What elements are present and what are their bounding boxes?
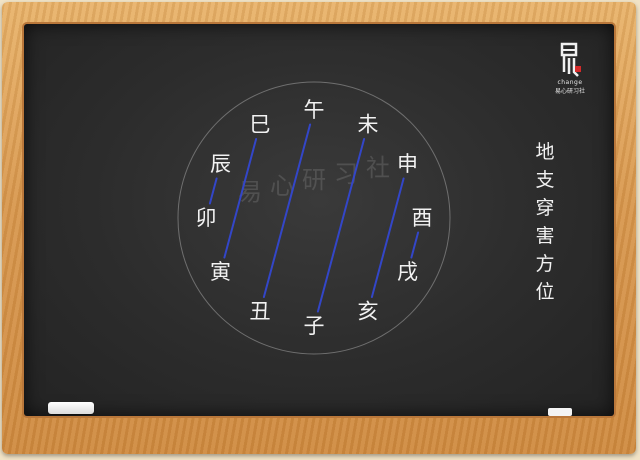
- logo-icon: [560, 42, 581, 77]
- eraser: [548, 408, 572, 416]
- branch-label: 未: [358, 113, 379, 137]
- brand-logo: change 易心研习社: [545, 42, 595, 106]
- branch-label: 巳: [250, 113, 271, 137]
- watermark-char: 心: [270, 172, 294, 200]
- title-char: 地: [535, 141, 555, 163]
- pair-lines: [208, 123, 420, 313]
- logo-english: change: [557, 79, 583, 86]
- logo-chinese: 易心研习社: [554, 88, 585, 95]
- pair-line-卯-辰: [208, 177, 218, 205]
- watermark: 易心研习社: [238, 154, 390, 206]
- branch-label: 申: [397, 152, 418, 176]
- branch-label: 子: [304, 314, 325, 338]
- watermark-char: 社: [366, 154, 390, 182]
- pair-line-申-亥: [370, 177, 405, 298]
- branch-label: 丑: [250, 300, 271, 324]
- branch-label: 酉: [412, 206, 433, 230]
- branch-label: 午: [304, 98, 325, 122]
- pair-line-酉-戌: [410, 231, 420, 259]
- branch-label: 亥: [358, 300, 379, 324]
- title-char: 穿: [535, 197, 555, 219]
- branch-label: 卯: [196, 206, 217, 230]
- title-char: 害: [535, 225, 555, 247]
- chalkboard-surface: [24, 24, 614, 416]
- diagram-title: 地 支 穿 害 方 位: [530, 138, 560, 306]
- watermark-char: 研: [302, 166, 326, 194]
- pair-line-子-未: [316, 138, 366, 313]
- outer-circle: [177, 81, 451, 355]
- branch-label: 寅: [210, 260, 231, 284]
- title-char: 支: [535, 169, 555, 191]
- title-char: 位: [535, 281, 555, 303]
- branch-label: 戌: [397, 260, 418, 284]
- chalk-piece: [48, 402, 94, 414]
- pair-line-寅-巳: [223, 138, 258, 259]
- pair-line-丑-午: [262, 123, 312, 298]
- title-char: 方: [535, 253, 555, 275]
- branch-label: 辰: [210, 152, 231, 176]
